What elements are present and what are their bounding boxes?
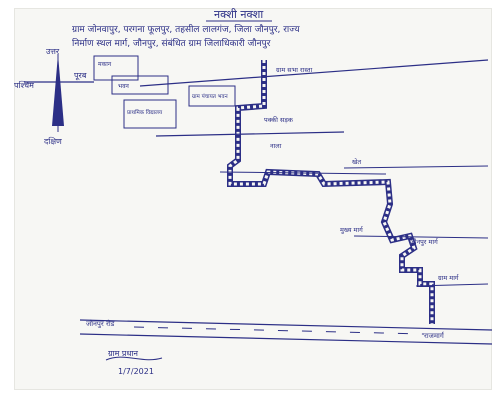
road-label-3: नाला [270, 142, 282, 150]
building-4-label: प्राथमिक विद्यालय [127, 109, 163, 116]
compass-rose: उत्तर पूरब पश्चिम दक्षिण [14, 47, 94, 146]
building-4: प्राथमिक विद्यालय [123, 99, 177, 129]
main-road: जौनपुर रोड राजमार्ग [79, 319, 492, 345]
road-line-5 [353, 235, 489, 239]
building-4-box [123, 99, 177, 129]
building-2: भवन [111, 75, 169, 95]
boundary-inner [228, 60, 434, 324]
header-line-2: निर्माण स्थल मार्ग, जौनपुर, संबंधित ग्रा… [72, 37, 271, 49]
building-3-label: ग्राम पंचायत भवन [192, 93, 229, 100]
village-boundary-path [227, 60, 435, 324]
main-road-bottom-edge [79, 333, 492, 345]
building-1-label: मकान [98, 61, 112, 68]
main-road-label: जौनपुर रोड [86, 319, 115, 328]
boundary-outer [227, 60, 435, 324]
compass-north: उत्तर [46, 47, 60, 56]
signature-text: ग्राम प्रधान [108, 349, 138, 358]
road-line-1 [139, 59, 489, 87]
road-line-6 [415, 283, 489, 287]
paper-sheet: नक्शी नक्शा ग्राम जोनवापुर, परगना फूलपुर… [14, 8, 492, 390]
signature-stroke [105, 356, 163, 361]
road-label-7: ग्राम मार्ग [438, 274, 460, 282]
header-line-1: ग्राम जोनवापुर, परगना फूलपुर, तहसील लालग… [72, 23, 300, 35]
road-label-5: मुख्य मार्ग [340, 226, 364, 234]
road-line-3 [219, 171, 387, 175]
building-3: ग्राम पंचायत भवन [188, 85, 236, 107]
compass-west: पश्चिम [14, 80, 34, 90]
building-2-label: भवन [118, 83, 130, 90]
building-3-box [188, 85, 236, 107]
map-title: नक्शी नक्शा [214, 8, 263, 21]
main-road-centerline [133, 326, 425, 335]
building-2-box [111, 75, 169, 95]
building-1: मकान [93, 55, 139, 81]
road-line-2 [155, 131, 345, 137]
compass-east: पूरब [74, 71, 87, 81]
road-label-4: खेत [352, 158, 361, 166]
road-line-4 [343, 165, 489, 169]
signature-block: ग्राम प्रधान 1/7/2021 [105, 349, 163, 376]
signature-date: 1/7/2021 [118, 367, 154, 376]
main-road-end-label: राजमार्ग [424, 331, 445, 340]
road-label-1: ग्राम सभा रास्ता [276, 66, 313, 74]
compass-south: दक्षिण [44, 136, 62, 146]
road-label-6: जौनपुर मार्ग [410, 238, 439, 246]
building-1-box [93, 55, 139, 81]
hand-drawn-map: नक्शी नक्शा ग्राम जोनवापुर, परगना फूलपुर… [14, 8, 492, 376]
road-label-2: पक्की सड़क [264, 116, 294, 124]
main-road-top-edge [79, 319, 492, 331]
